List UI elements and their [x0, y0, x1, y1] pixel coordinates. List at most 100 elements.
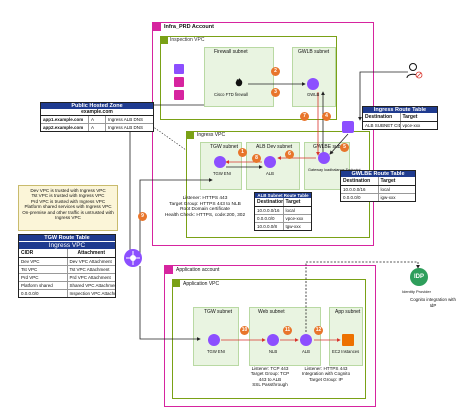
table-row: Platform shared Shared VPC Attachment — [19, 282, 115, 290]
table-row: 10.0.0.0/16 local — [341, 186, 415, 194]
firewall-subnet — [204, 47, 274, 107]
tgw-eni-ingress-label: TGW ENI — [213, 171, 231, 176]
idp-icon: IDP — [410, 268, 428, 286]
inspection-vpc-label: Inspection VPC — [170, 37, 205, 43]
firewall-icon — [233, 76, 245, 88]
step-badge-3: 3 — [271, 88, 280, 97]
table-row: Prd VPC Prd VPC Attachment — [19, 274, 115, 282]
table-cell: Platform shared — [21, 283, 53, 288]
header-cell: CIDR — [21, 250, 34, 256]
application-vpc-icon — [172, 279, 180, 287]
gwlb-icon — [307, 78, 319, 90]
record-target: Ingress ALB DNS — [105, 116, 153, 123]
table-cell: 0.0.0.0/0 — [257, 216, 275, 221]
tgw-eni-app-label: TGW ENI — [207, 349, 225, 354]
table-row: 0.0.0.0/0 igw-xxx — [341, 194, 415, 201]
nlb-note-line: SSL Passthrough — [252, 382, 288, 388]
nlb-note-line: Listener: TCP 443 — [251, 366, 289, 371]
record-name: app2.example.com — [43, 125, 84, 130]
alb-note-line: Listener: HTTPS 443 — [304, 366, 348, 371]
listener-line: Health Check: HTTPS, code:200, 302 — [164, 212, 246, 218]
tgw-subnet-ingress-label: TGW subnet — [210, 144, 239, 150]
listener-line: Listener: HTTPS 443 — [182, 196, 228, 201]
table-row: app1.example.com A Ingress ALB DNS — [41, 116, 153, 124]
step-badge-10: 10 — [240, 326, 249, 335]
cognito-note: Cognito integration with IdP — [410, 297, 456, 308]
gateway-endpoint-icon — [318, 152, 330, 164]
gwlbe-subnet-label: GWLBE subnet — [313, 144, 348, 150]
alb-app-label: ALB — [302, 349, 310, 354]
table-cell: 0.0.0.0/0 — [343, 195, 361, 200]
alb-dev-subnet-label: ALB Dev subnet — [256, 144, 293, 150]
alb-note-line: Integration with Cognito — [301, 371, 351, 377]
infra-account-icon — [152, 22, 161, 31]
inspection-gateway-icon — [174, 64, 184, 74]
inspection-lock-icon — [174, 90, 184, 100]
idp-caption: Identity Provider — [402, 289, 431, 294]
alb-ingress-label: ALB — [266, 171, 274, 176]
flow-user-to-igw — [358, 71, 408, 121]
table-cell: 10.0.0.0/8 — [257, 224, 278, 229]
table-cell: Dev VPC Attachment — [66, 258, 116, 265]
table-cell: Tst VPC Attachment — [66, 266, 116, 273]
step-badge-1: 1 — [238, 148, 247, 157]
step-badge-7: 7 — [300, 112, 309, 121]
gwlb-label: GWLB — [307, 92, 320, 97]
hosted-zone-domain: example.com — [41, 109, 153, 116]
table-row: Tst VPC Tst VPC Attachment — [19, 266, 115, 274]
trust-line: Platform shared services with Ingress VP… — [24, 204, 112, 210]
trust-line: Tst VPC is trusted with Ingress VPC — [31, 193, 105, 199]
gateway-endpoint-label: Gateway loadbalance Endpoint — [308, 168, 361, 172]
table-header: Destination Target — [341, 177, 415, 186]
record-type: A — [88, 116, 105, 123]
table-row: ALB SUBNET CIDR vpce-xxx — [363, 122, 437, 129]
nlb-note-line: Target Group: TCP 443 to ALB — [250, 371, 290, 382]
pointer-zone — [151, 125, 187, 151]
tgw-subnet-app-label: TGW subnet — [204, 309, 233, 315]
gwlbe-route-table-title: GWLBE Route Table — [341, 171, 415, 177]
gwlbe-route-table: GWLBE Route Table Destination Target 10.… — [340, 170, 416, 202]
step-badge-11: 11 — [283, 326, 292, 335]
record-type: A — [88, 124, 105, 131]
table-cell: igw-xxx — [377, 194, 416, 201]
step-badge-5: 5 — [340, 143, 349, 152]
table-row: 10.0.0.0/8 tgw-xxx — [255, 223, 311, 230]
ec2-icon — [342, 334, 354, 346]
table-cell: local — [377, 186, 416, 193]
alb-subnet-route-table: ALB Subnet Route Table Destination Targe… — [254, 192, 312, 231]
alb-app-listener-note: Listener: HTTPS 443 Integration with Cog… — [296, 366, 356, 382]
table-row: Dev VPC Dev VPC Attachment — [19, 258, 115, 266]
step-badge-8: 8 — [252, 154, 261, 163]
listener-ingress-note: Listener: HTTPS 443 Target Group: HTTPS … — [158, 196, 252, 218]
transit-gateway-icon — [124, 249, 142, 267]
table-row: 0.0.0.0/0 vpce-xxx — [255, 215, 311, 223]
firewall-label: Cisco FTD firewall — [214, 92, 248, 97]
infra-account-label: Infra_PRD Account — [164, 24, 214, 30]
table-cell: Dev VPC — [21, 259, 40, 264]
alb-note-line: Target Group: IP — [309, 376, 343, 382]
gwlb-subnet — [292, 47, 336, 107]
nlb-listener-note: Listener: TCP 443 Target Group: TCP 443 … — [248, 366, 292, 388]
table-cell: vpce-xxx — [282, 215, 312, 222]
table-cell: Tst VPC — [21, 267, 38, 272]
step-badge-2: 2 — [271, 67, 280, 76]
header-cell: Target — [282, 198, 312, 206]
user-icon — [405, 62, 423, 80]
listener-line: Root Domain certificate — [180, 207, 230, 213]
table-cell: ALB SUBNET CIDR — [365, 123, 400, 128]
internet-gateway-icon — [342, 121, 354, 133]
tgw-eni-ingress-icon — [214, 156, 226, 168]
tgw-route-table-title: TGW Route Table — [19, 235, 115, 241]
step-badge-6: 6 — [285, 150, 294, 159]
step-badge-9: 9 — [138, 212, 147, 221]
web-subnet-label: Web subnet — [258, 309, 285, 315]
table-cell: Shared VPC Attachment — [66, 282, 115, 289]
nlb-icon — [267, 334, 279, 346]
ingress-vpc-label: Ingress VPC — [197, 132, 226, 138]
application-account-icon — [164, 265, 173, 274]
ingress-route-table-title: Ingress Route Table — [363, 107, 437, 113]
alb-route-table-title: ALB Subnet Route Table — [255, 193, 311, 198]
flow-tgw-hub-app — [139, 266, 201, 341]
table-cell: local — [282, 207, 312, 214]
